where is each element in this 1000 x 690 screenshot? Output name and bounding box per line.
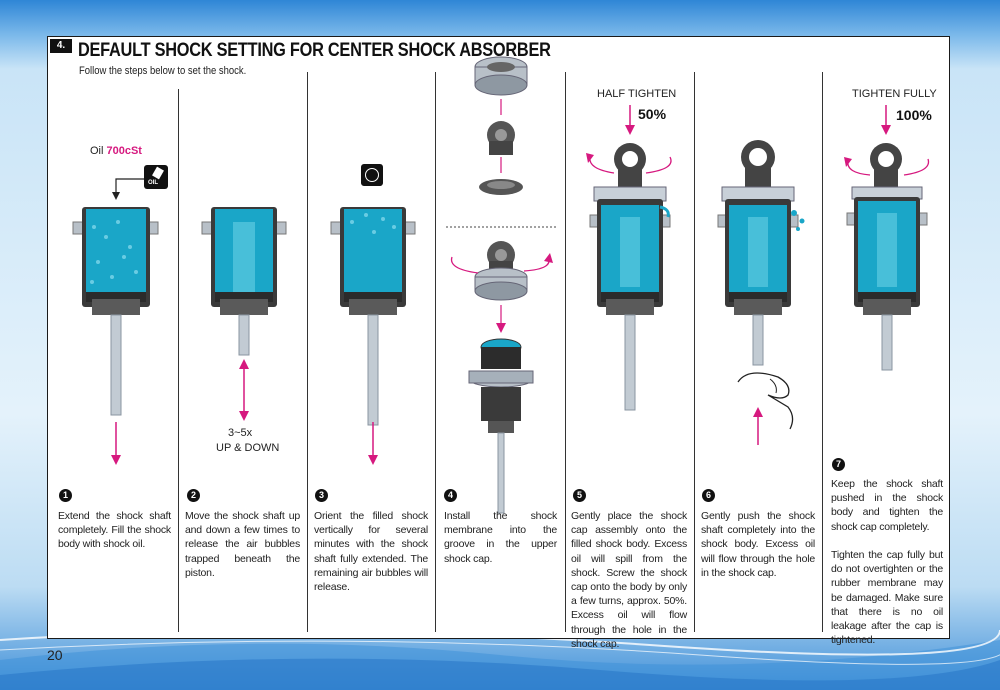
step-number-3: 3 <box>315 489 328 502</box>
page-number: 20 <box>47 647 63 663</box>
pointer-arrow <box>112 178 144 200</box>
shock-absorber-step5 <box>586 105 672 411</box>
oil-bottle-icon: OIL <box>144 165 168 189</box>
oil-viscosity: 700cSt <box>106 145 142 157</box>
shock-absorber-step1 <box>72 207 159 465</box>
push-arrow <box>753 407 763 445</box>
step-number-2: 2 <box>187 489 200 502</box>
step-number-5: 5 <box>573 489 586 502</box>
shock-absorber-step6 <box>717 140 805 366</box>
background-wave <box>0 629 1000 690</box>
instruction-panel: 4. DEFAULT SHOCK SETTING FOR CENTER SHOC… <box>47 36 950 650</box>
step-6-text: Gently push the shock shaft completely i… <box>701 510 815 579</box>
step-4-text: Install the shock membrane into the groo… <box>444 510 557 565</box>
finger-icon <box>737 372 794 430</box>
half-tighten-percent: 50% <box>638 106 667 122</box>
shock-cap-parts-step4 <box>446 56 556 514</box>
section-title: DEFAULT SHOCK SETTING FOR CENTER SHOCK A… <box>78 40 551 61</box>
column-divider <box>822 72 823 632</box>
step-3-text: Orient the filled shock vertically for s… <box>314 510 428 594</box>
step-1-text: Extend the shock shaft completely. Fill … <box>58 510 171 551</box>
column-divider <box>307 72 308 632</box>
column-divider <box>565 72 566 632</box>
column-divider <box>435 72 436 632</box>
step-number-7: 7 <box>832 458 845 471</box>
oil-label: Oil 700cSt <box>90 145 142 157</box>
repeat-motion: UP & DOWN <box>216 442 280 454</box>
shock-absorber-step7 <box>844 105 930 371</box>
step-7-text: Keep the shock shaft pushed in the shock… <box>831 478 943 647</box>
column-divider <box>694 72 695 632</box>
oil-icon-label: OIL <box>148 180 158 186</box>
shock-absorber-step3 <box>330 207 416 465</box>
section-subtitle: Follow the steps below to set the shock. <box>79 65 247 77</box>
shock-absorber-step2 <box>201 207 287 421</box>
oil-label-prefix: Oil <box>90 145 107 157</box>
section-number: 4. <box>50 39 72 53</box>
step-number-1: 1 <box>59 489 72 502</box>
step-2-text: Move the shock shaft up and down a few t… <box>185 510 300 579</box>
tighten-fully-percent: 100% <box>896 107 932 123</box>
half-tighten-label: HALF TIGHTEN <box>597 88 677 100</box>
step-number-4: 4 <box>444 489 457 502</box>
clock-icon <box>361 164 383 186</box>
tighten-fully-label: TIGHTEN FULLY <box>852 88 937 100</box>
step-5-text: Gently place the shock cap assembly onto… <box>571 510 687 650</box>
repeat-count: 3~5x <box>228 427 253 439</box>
step-number-6: 6 <box>702 489 715 502</box>
column-divider <box>178 89 179 632</box>
